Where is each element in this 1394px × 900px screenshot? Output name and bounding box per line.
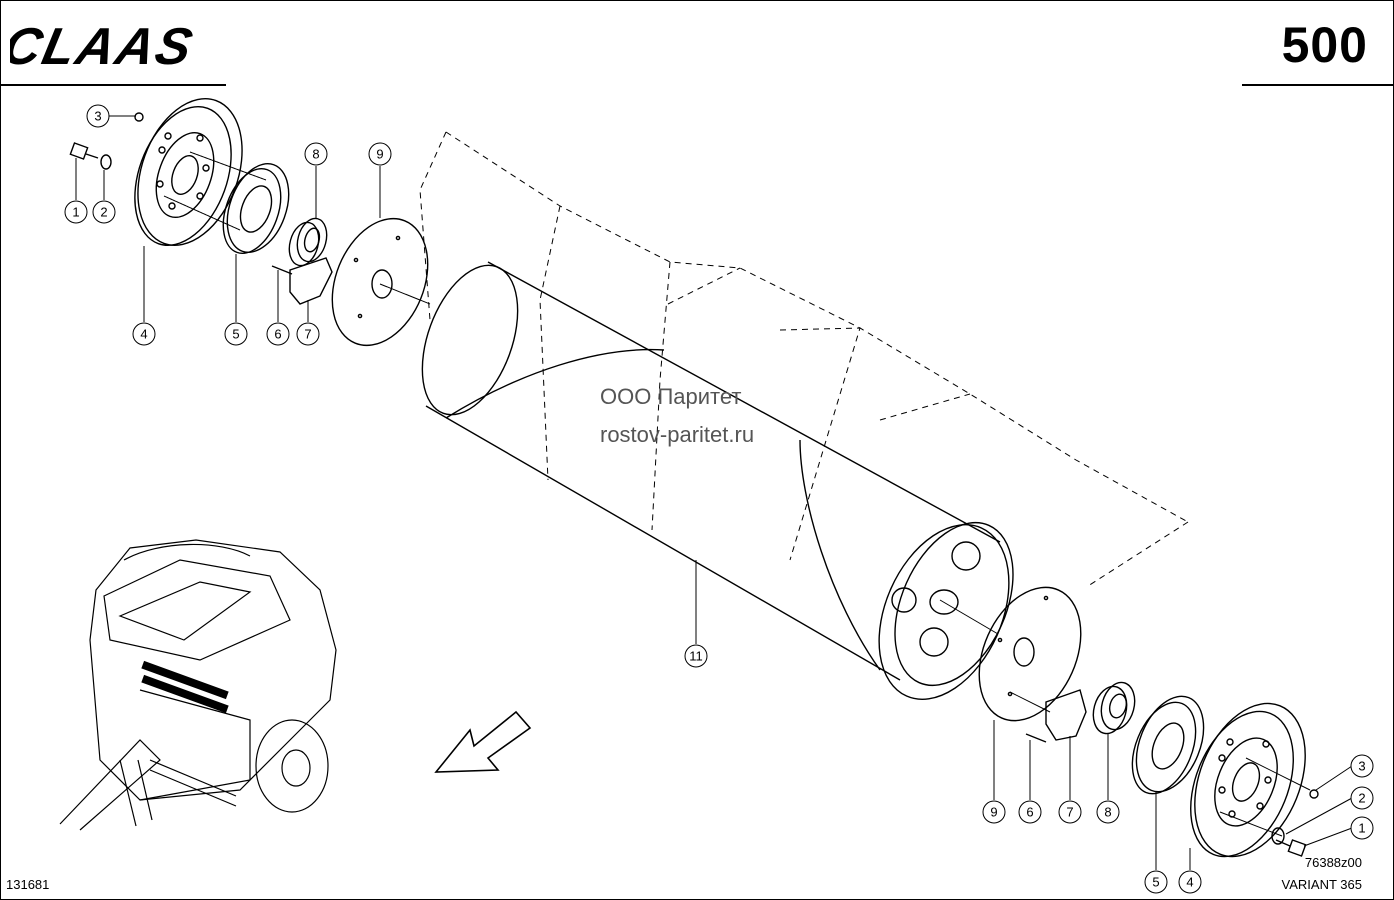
callout-left-2: 2 (100, 205, 107, 220)
callout-right-4: 4 (1186, 875, 1193, 890)
right-bracket (1045, 689, 1087, 741)
watermark-company: ООО Паритет (600, 384, 742, 409)
callout-right-8: 8 (1104, 805, 1111, 820)
document-id: 131681 (6, 877, 50, 892)
left-fasteners (69, 112, 144, 170)
drawing-id: 76388z00 (1304, 855, 1362, 870)
callout-left-6: 6 (274, 327, 281, 342)
callout-right-7: 7 (1066, 805, 1073, 820)
callout-left-5: 5 (232, 327, 239, 342)
roller-drum (421, 261, 1014, 700)
phantom-outline (419, 131, 1189, 587)
left-bearing (288, 217, 328, 267)
left-bracket (289, 257, 333, 305)
direction-arrow-icon (434, 710, 532, 773)
model-name: VARIANT 365 (1281, 877, 1362, 892)
watermark-url: rostov-paritet.ru (600, 422, 755, 447)
page-number: 500 (1281, 17, 1368, 73)
callout-left-8: 8 (312, 147, 319, 162)
claas-logo: CLAAS (10, 18, 199, 74)
left-plate (331, 217, 429, 347)
left-flange-disc (134, 98, 243, 247)
right-flange-disc (1190, 702, 1306, 858)
header-rule-left (0, 84, 226, 86)
callout-right-6: 6 (1026, 805, 1033, 820)
callout-left-7: 7 (304, 327, 311, 342)
svg-text:CLAAS: CLAAS (10, 18, 199, 74)
left-flange-ring (222, 163, 290, 254)
right-fasteners (1271, 789, 1319, 857)
callout-right-5: 5 (1152, 875, 1159, 890)
callout-right-9: 9 (990, 805, 997, 820)
callout-left-3: 3 (94, 109, 101, 124)
callout-left-1: 1 (72, 205, 79, 220)
callout-left-4: 4 (140, 327, 147, 342)
callout-right-1: 1 (1358, 821, 1365, 836)
callout-right-3: 3 (1358, 759, 1365, 774)
callout-right-2: 2 (1358, 791, 1365, 806)
thumbnail-highlighted-roller (141, 660, 229, 714)
baler-thumbnail (59, 539, 337, 831)
callout-left-9: 9 (376, 147, 383, 162)
right-bearing (1092, 681, 1136, 735)
right-plate (978, 586, 1082, 722)
header-rule-right (1242, 84, 1394, 86)
right-flange-ring (1131, 695, 1205, 795)
callout-center-11: 11 (689, 649, 703, 664)
